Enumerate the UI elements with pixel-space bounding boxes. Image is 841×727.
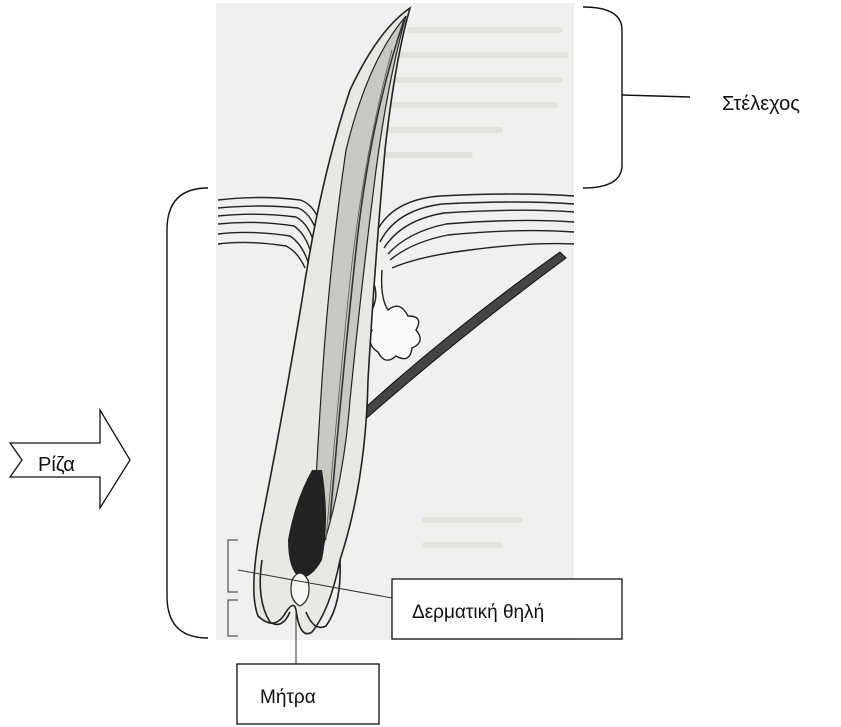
shaft-leader-line: [622, 95, 690, 97]
matrix-label: Μήτρα: [260, 687, 316, 708]
hair-follicle-illustration: [216, 3, 574, 664]
shaft-bracket: [583, 7, 622, 188]
shaft-label: Στέλεχος: [722, 93, 800, 115]
dermal-papilla-shape: [291, 573, 309, 606]
root-bracket: [167, 188, 208, 638]
root-label: Ρίζα: [38, 454, 75, 476]
dermal-papilla-label: Δερματική θηλή: [412, 602, 544, 623]
